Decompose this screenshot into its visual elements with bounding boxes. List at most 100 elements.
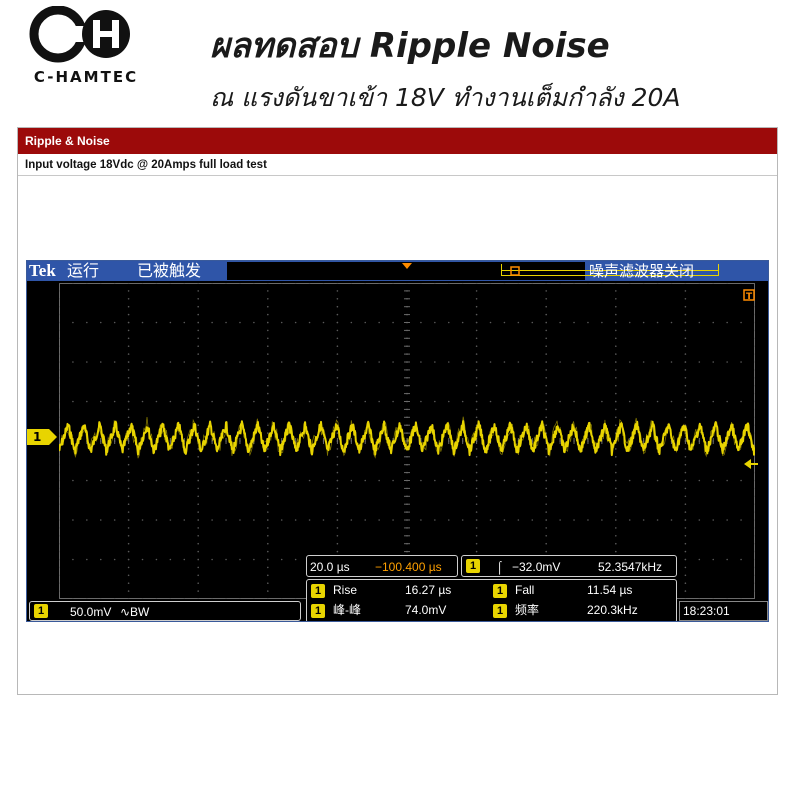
graticule-dot	[712, 479, 715, 482]
graticule-dot	[59, 290, 60, 292]
graticule-dot	[684, 400, 687, 403]
graticule-dot	[545, 353, 547, 355]
graticule-dot	[531, 519, 534, 521]
graticule-dot	[127, 456, 130, 458]
graticule-dot	[197, 590, 199, 592]
scope-brand: Tek	[29, 261, 56, 280]
graticule-dot	[127, 313, 130, 316]
graticule-dot	[197, 313, 199, 316]
graticule-dot	[267, 511, 269, 513]
graticule-dot	[531, 479, 534, 482]
graticule-dot	[72, 361, 74, 363]
graticule-dot	[489, 400, 492, 403]
graticule-dot	[59, 432, 60, 434]
graticule-dot	[267, 353, 269, 355]
graticule-dot	[99, 479, 102, 482]
graticule-dot	[59, 345, 60, 347]
graticule-dot	[475, 535, 478, 537]
graticule-dot	[350, 321, 353, 324]
graticule-dot	[127, 511, 130, 513]
graticule-dot	[503, 479, 506, 482]
graticule-dot	[434, 479, 436, 482]
graticule-dot	[322, 321, 325, 324]
graticule-dot	[754, 313, 755, 316]
graticule-dot	[573, 321, 575, 324]
graticule-dot	[72, 283, 74, 284]
graticule-dot	[684, 590, 687, 592]
graticule-dot	[392, 519, 394, 521]
graticule-dot	[267, 392, 269, 395]
graticule-dot	[113, 598, 116, 599]
graticule-dot	[127, 329, 130, 332]
graticule-dot	[642, 400, 645, 403]
graticule-dot	[127, 424, 130, 426]
graticule-dot	[127, 337, 130, 340]
graticule-dot	[336, 487, 339, 490]
channel-scale-readout[interactable]: 1 50.0mV ∿BW	[29, 601, 301, 621]
graticule-dot	[615, 290, 617, 292]
graticule-dot	[267, 329, 269, 332]
graticule-dot	[545, 535, 547, 537]
graticule-dot	[615, 321, 617, 324]
graticule-dot	[531, 283, 534, 284]
graticule-dot	[615, 471, 617, 474]
graticule-dot	[503, 361, 506, 363]
graticule-dot	[322, 519, 325, 521]
graticule-dot	[253, 519, 255, 521]
graticule-dot	[59, 313, 60, 316]
graticule-dot	[183, 558, 186, 561]
graticule-dot	[656, 479, 659, 482]
graticule-dot	[364, 283, 367, 284]
measurement-panel[interactable]: 1 Rise 16.27 µs 1 Fall 11.54 µs 1 峰-峰 74…	[306, 579, 677, 621]
graticule-dot	[545, 392, 547, 395]
trigger-readout[interactable]: 1 ⌠ −32.0mV 52.3547kHz	[461, 555, 677, 577]
graticule-dot	[86, 519, 88, 521]
graticule-dot	[601, 321, 603, 324]
graticule-dot	[726, 598, 728, 599]
graticule-dot	[656, 361, 659, 363]
graticule-dot	[642, 479, 645, 482]
graticule-dot	[113, 519, 116, 521]
graticule-dot	[475, 329, 478, 332]
channel-1-marker-label: 1	[33, 430, 42, 444]
graticule-dot	[698, 361, 701, 363]
graticule-dot	[754, 392, 755, 395]
graticule-dot	[698, 479, 701, 482]
graticule-dot	[684, 377, 687, 379]
graticule-dot	[197, 550, 199, 553]
horizontal-position: −100.400 µs	[375, 560, 442, 574]
graticule-dot	[392, 283, 394, 284]
graticule-dot	[141, 558, 144, 561]
graticule-dot	[225, 558, 227, 561]
graticule-dot	[642, 283, 645, 284]
graticule-dot	[517, 400, 520, 403]
graticule-dot	[267, 305, 269, 308]
graticule-dot	[59, 456, 60, 458]
graticule-dot	[447, 321, 450, 324]
graticule-dot	[59, 416, 60, 419]
graticule-dot	[239, 283, 241, 284]
graticule-dot	[86, 361, 88, 363]
trigger-level-arrow-icon	[744, 459, 758, 469]
graticule-dot	[155, 598, 158, 599]
graticule-dot	[183, 283, 186, 284]
graticule-dot	[127, 361, 130, 363]
graticule-dot	[475, 408, 478, 411]
graticule-dot	[267, 535, 269, 537]
graticule-dot	[336, 369, 339, 371]
graticule-dot	[378, 283, 380, 284]
channel-1-marker[interactable]: 1	[27, 429, 57, 445]
graticule-dot	[684, 558, 687, 561]
timebase-readout[interactable]: 20.0 µs −100.400 µs	[306, 555, 458, 577]
graticule-dot	[615, 345, 617, 347]
graticule-dot	[559, 321, 561, 324]
graticule-dot	[127, 321, 130, 324]
graticule-dot	[740, 598, 742, 599]
graticule-dot	[294, 479, 297, 482]
graticule-dot	[253, 400, 255, 403]
graticule-dot	[754, 305, 755, 308]
graticule-dot	[322, 283, 325, 284]
graticule-dot	[545, 479, 547, 482]
graticule-dot	[587, 283, 589, 284]
scope-status-bar: Tek 运行 已被触发 噪声滤波器关闭	[27, 261, 768, 281]
